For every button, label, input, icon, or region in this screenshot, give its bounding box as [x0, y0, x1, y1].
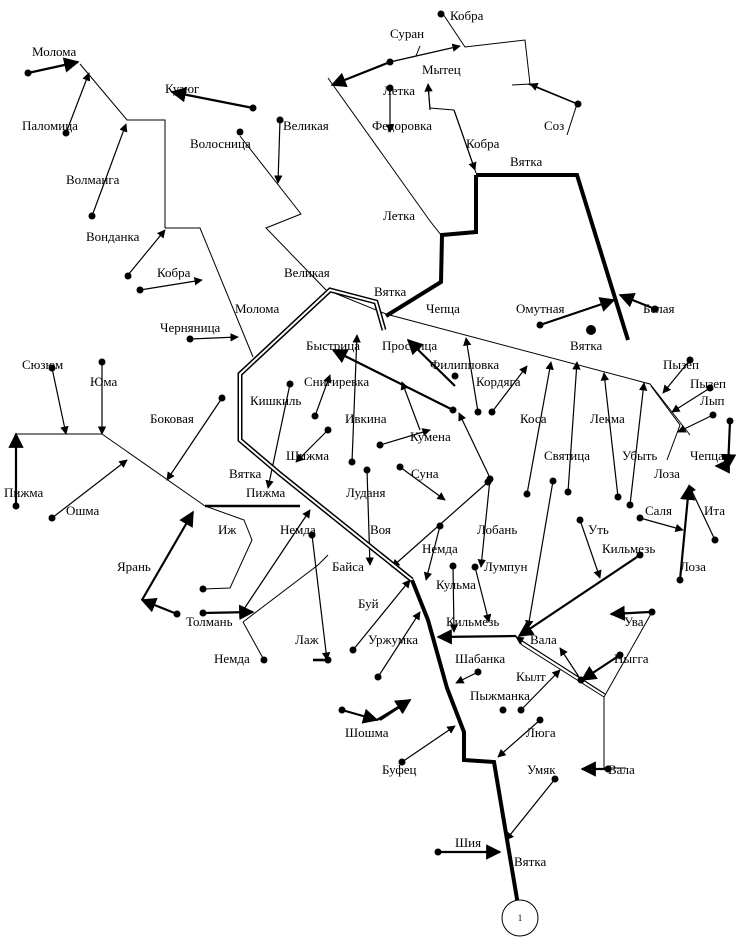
label-syuzyum: Сюзюм	[22, 357, 63, 372]
label-pyzep-2: Пызеп	[690, 376, 726, 391]
label-yuma: Юма	[90, 374, 117, 389]
label-loban: Лобань	[477, 522, 517, 537]
label-vala-1: Вала	[530, 632, 557, 647]
label-pyzhmanka: Пыжманка	[470, 688, 530, 703]
label-snigirevka: Снигиревка	[304, 374, 369, 389]
label-palomitsa: Паломица	[22, 118, 78, 133]
label-suran: Суран	[390, 26, 424, 41]
label-shoshma: Шошма	[345, 725, 389, 740]
label-tolman: Толмань	[186, 614, 233, 629]
label-volmanga: Волманга	[66, 172, 120, 187]
label-kulma: Кульма	[436, 577, 476, 592]
label-pyzep-1: Пызеп	[663, 357, 699, 372]
label-bokovaya: Боковая	[150, 411, 194, 426]
label-lekma: Лекма	[590, 411, 625, 426]
label-cheptsa-2: Чепца	[690, 448, 724, 463]
label-fedorovka: Федоровка	[372, 118, 432, 133]
outlet-node	[501, 899, 539, 937]
label-letka-2: Летка	[383, 208, 415, 223]
label-urzhumka: Уржумка	[368, 632, 418, 647]
label-svyatitsa: Святица	[544, 448, 590, 463]
label-vyatka-1: Вятка	[510, 154, 542, 169]
thin-tributaries	[15, 13, 691, 769]
label-lazh: Лаж	[295, 632, 320, 647]
label-ut: Уть	[588, 522, 609, 537]
label-volosnitsa: Волосница	[190, 136, 251, 151]
label-pizhma-1: Пижма	[4, 485, 43, 500]
label-kosa: Коса	[520, 411, 547, 426]
label-kilmez-2: Кильмезь	[446, 614, 499, 629]
label-shizhma: Шижма	[286, 448, 329, 463]
label-lyuga: Люга	[526, 725, 556, 740]
label-voya: Воя	[370, 522, 391, 537]
label-baysa: Байса	[332, 559, 364, 574]
tributary-arrows	[51, 43, 716, 841]
label-loza-2: Лоза	[680, 559, 706, 574]
label-kobra-2: Кобра	[466, 136, 500, 151]
river-kobra-top	[442, 13, 531, 86]
label-suna: Суна	[411, 466, 439, 481]
label-izh: Иж	[218, 522, 237, 537]
label-filippovka: Филипповка	[430, 357, 499, 372]
label-salya: Саля	[645, 503, 672, 518]
label-kishkil: Кишкиль	[250, 393, 301, 408]
label-kilmez-1: Кильмезь	[602, 541, 655, 556]
label-yaran: Ярань	[117, 559, 151, 574]
label-mytets: Мытец	[422, 62, 461, 77]
label-kobra-1: Кобра	[450, 8, 484, 23]
label-vyatka-2: Вятка	[374, 284, 406, 299]
label-prosnitsa: Просница	[382, 338, 437, 353]
label-vyatka-4: Вятка	[229, 466, 261, 481]
label-moloma-2: Молома	[235, 301, 279, 316]
label-ludyana: Луданя	[346, 485, 386, 500]
label-pizhma-2: Пижма	[246, 485, 285, 500]
label-vala-2: Вала	[608, 762, 635, 777]
label-shiya: Шия	[455, 835, 481, 850]
river-labels: Кобра Суран Мытец Летка Федоровка Кобра …	[4, 8, 726, 869]
label-nemda-1: Немда	[280, 522, 316, 537]
label-nemda-2: Немда	[422, 541, 458, 556]
label-ita: Ита	[704, 503, 725, 518]
label-buy: Буй	[358, 596, 379, 611]
label-belaya: Белая	[643, 301, 674, 316]
label-kordyaga: Кордяга	[476, 374, 521, 389]
label-vyatka-3: Вятка	[570, 338, 602, 353]
source-points	[12, 10, 734, 856]
label-chernyanitsa: Черняница	[160, 320, 221, 335]
label-uva: Ува	[624, 614, 644, 629]
vyatka-node	[586, 325, 596, 335]
label-shabanka: Шабанка	[455, 651, 505, 666]
label-moloma-1: Молома	[32, 44, 76, 59]
label-kuzyug: Кузюг	[165, 81, 199, 96]
label-kumena: Кумена	[410, 429, 451, 444]
label-omutnaya: Омутная	[516, 301, 565, 316]
outlet-label: 1	[518, 913, 523, 923]
label-vyatka-5: Вятка	[514, 854, 546, 869]
label-bufets: Буфец	[382, 762, 417, 777]
label-lumpun: Лумпун	[484, 559, 528, 574]
label-soz: Соз	[544, 118, 564, 133]
label-oshma: Ошма	[66, 503, 100, 518]
label-lyp: Лып	[700, 393, 725, 408]
label-velikaya-2: Великая	[284, 265, 330, 280]
label-velikaya-1: Великая	[283, 118, 329, 133]
label-ubyt: Убыть	[622, 448, 657, 463]
label-umyak: Умяк	[527, 762, 556, 777]
vyatka-upper	[384, 173, 630, 341]
label-vondanka: Вонданка	[86, 229, 140, 244]
label-ivkina: Ивкина	[345, 411, 387, 426]
label-cheptsa-1: Чепца	[426, 301, 460, 316]
medium-rivers	[8, 57, 737, 860]
label-kylt: Кылт	[516, 669, 546, 684]
label-kobra-3: Кобра	[157, 265, 191, 280]
vyatka-lower	[410, 579, 520, 906]
label-bystritsa: Быстрица	[306, 338, 360, 353]
label-nemda-3: Немда	[214, 651, 250, 666]
label-loza-1: Лоза	[654, 466, 680, 481]
